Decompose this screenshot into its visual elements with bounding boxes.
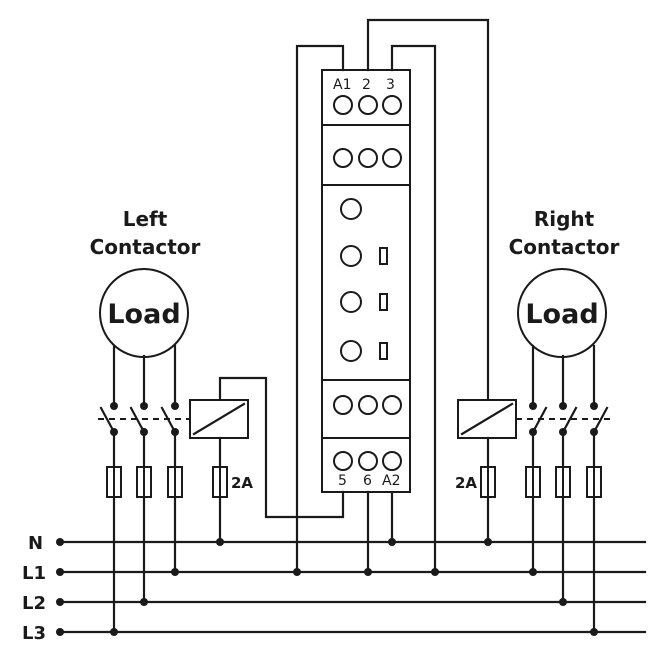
left-load-label: Load [107, 299, 180, 330]
junction [140, 598, 148, 606]
right-coil-diagonal [460, 402, 514, 436]
terminal-screw [358, 148, 378, 168]
junction [388, 538, 396, 546]
wire-2-right-coil [366, 18, 490, 402]
contact-dot [529, 402, 537, 410]
contact-blade [592, 406, 609, 434]
indicator-led [340, 291, 362, 313]
wire-3-l1 [390, 44, 437, 574]
wire-5-left-coil [218, 376, 345, 519]
terminal-screw [333, 95, 353, 115]
terminal-label-3: 3 [386, 77, 395, 93]
terminal-label-2: 2 [362, 77, 371, 93]
terminal-label-a2: A2 [382, 473, 400, 489]
terminal-label-5: 5 [338, 473, 347, 489]
dip-switch [379, 247, 388, 265]
right-contactor-title-line2: Contactor [509, 235, 620, 259]
junction [590, 628, 598, 636]
contact-dot [140, 402, 148, 410]
right-contactor: Right Contactor Load 2A [455, 207, 620, 636]
junction [364, 568, 372, 576]
terminal-screw [382, 95, 402, 115]
terminal-screw [358, 395, 378, 415]
terminal-label-a1: A1 [333, 77, 351, 93]
left-coil-diagonal [192, 402, 246, 436]
junction [559, 598, 567, 606]
line-label-l2: L2 [22, 593, 46, 614]
terminal-screw [382, 395, 402, 415]
junction [529, 568, 537, 576]
line-label-l3: L3 [22, 623, 46, 644]
contact-dot [590, 402, 598, 410]
junction [110, 628, 118, 636]
contact-blade [129, 406, 146, 434]
right-load-label: Load [525, 299, 598, 330]
terminal-screw [333, 451, 353, 471]
relay-housing [321, 69, 411, 493]
line-L3: L3 [22, 623, 647, 644]
relay-wiring [218, 18, 490, 576]
junction [431, 568, 439, 576]
indicator-led [340, 198, 362, 220]
left-fuse-rating: 2A [231, 474, 253, 492]
wire-a1-l1 [295, 44, 345, 574]
junction [293, 568, 301, 576]
terminal-screw [382, 451, 402, 471]
contact-dot [559, 402, 567, 410]
right-contactor-title-line1: Right [534, 207, 595, 231]
left-contactor: Left Contactor Load [90, 207, 253, 636]
contact-dot [171, 402, 179, 410]
right-fuse-rating: 2A [455, 474, 477, 492]
terminal-screw [333, 395, 353, 415]
contact-blade [160, 406, 177, 434]
terminal-screw [382, 148, 402, 168]
dip-switch [379, 342, 388, 360]
line-L1: L1 [22, 563, 647, 584]
line-label-n: N [28, 533, 43, 554]
terminal-screw [333, 148, 353, 168]
left-contactor-title-line1: Left [123, 207, 168, 231]
contact-blade [99, 406, 116, 434]
terminal-label-6: 6 [363, 473, 372, 489]
indicator-led [340, 340, 362, 362]
contact-blade [531, 406, 548, 434]
terminal-screw [358, 451, 378, 471]
junction [484, 538, 492, 546]
junction [216, 538, 224, 546]
relay-module: A1 2 3 5 6 A2 [321, 69, 411, 493]
supply-lines: N L1 L2 L3 [22, 533, 647, 644]
contact-blade [561, 406, 578, 434]
left-contactor-title-line2: Contactor [90, 235, 201, 259]
dip-switch [379, 293, 388, 311]
junction [171, 568, 179, 576]
contact-dot [110, 402, 118, 410]
terminal-screw [358, 95, 378, 115]
line-L2: L2 [22, 593, 647, 614]
line-N: N [28, 533, 647, 554]
line-label-l1: L1 [22, 563, 46, 584]
indicator-led [340, 245, 362, 267]
